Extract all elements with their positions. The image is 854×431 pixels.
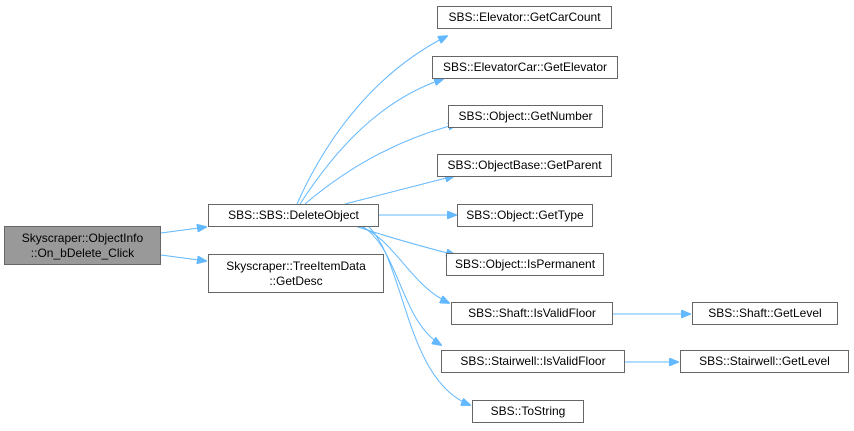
edge-delete-to-get-parent — [344, 176, 454, 205]
node-elevatorcar-getelevator[interactable]: SBS::ElevatorCar::GetElevator — [432, 56, 618, 79]
node-is-permanent-label: SBS::Object::IsPermanent — [454, 257, 596, 271]
node-tree-item-line1: Skyscraper::TreeItemData — [226, 258, 366, 273]
node-get-car-count-label: SBS::Elevator::GetCarCount — [448, 10, 601, 24]
node-stairwell-isvalidfloor[interactable]: SBS::Stairwell::IsValidFloor — [441, 350, 625, 373]
node-sbs-tostring[interactable]: SBS::ToString — [472, 400, 584, 423]
node-stair-level-label: SBS::Stairwell::GetLevel — [699, 354, 830, 368]
node-root-line2: ::On_bDelete_Click — [30, 245, 135, 260]
node-stair-valid-label: SBS::Stairwell::IsValidFloor — [460, 354, 606, 368]
node-get-type-label: SBS::Object::GetType — [466, 208, 584, 222]
edge-delete-to-to-string — [367, 225, 470, 405]
node-object-ispermanent[interactable]: SBS::Object::IsPermanent — [446, 253, 604, 276]
node-stairwell-getlevel[interactable]: SBS::Stairwell::GetLevel — [680, 350, 849, 373]
edge-delete-to-is-permanent — [354, 225, 455, 255]
node-to-string-label: SBS::ToString — [490, 404, 566, 418]
node-objectinfo-on-bdelete-click: Skyscraper::ObjectInfo ::On_bDelete_Clic… — [4, 226, 161, 265]
node-get-elevator-label: SBS::ElevatorCar::GetElevator — [442, 60, 608, 74]
node-delete-object-label: SBS::SBS::DeleteObject — [228, 208, 359, 222]
edge-delete-to-get-car-count — [296, 36, 447, 205]
node-shaft-level-label: SBS::Shaft::GetLevel — [708, 306, 822, 320]
node-shaft-valid-label: SBS::Shaft::IsValidFloor — [468, 306, 596, 320]
edge-delete-to-get-number — [304, 124, 457, 205]
node-get-parent-label: SBS::ObjectBase::GetParent — [447, 158, 602, 172]
edge-root-to-delete-object — [160, 227, 206, 234]
node-elevator-getcarcount[interactable]: SBS::Elevator::GetCarCount — [437, 6, 612, 29]
node-shaft-isvalidfloor[interactable]: SBS::Shaft::IsValidFloor — [451, 302, 613, 325]
node-get-number-label: SBS::Object::GetNumber — [458, 109, 593, 123]
node-object-getnumber[interactable]: SBS::Object::GetNumber — [448, 105, 603, 128]
node-object-gettype[interactable]: SBS::Object::GetType — [457, 204, 593, 227]
node-treeitemdata-getdesc[interactable]: Skyscraper::TreeItemData ::GetDesc — [208, 254, 384, 293]
edge-delete-to-shaft-valid — [359, 225, 449, 303]
edge-delete-to-get-elevator — [299, 79, 443, 205]
node-root-line1: Skyscraper::ObjectInfo — [21, 230, 144, 245]
edge-root-to-tree-item — [160, 254, 206, 261]
node-tree-item-line2: ::GetDesc — [269, 273, 323, 288]
edge-delete-to-stair-valid — [361, 225, 441, 345]
node-shaft-getlevel[interactable]: SBS::Shaft::GetLevel — [692, 302, 838, 325]
node-objectbase-getparent[interactable]: SBS::ObjectBase::GetParent — [437, 154, 612, 177]
node-sbs-deleteobject[interactable]: SBS::SBS::DeleteObject — [208, 204, 379, 227]
